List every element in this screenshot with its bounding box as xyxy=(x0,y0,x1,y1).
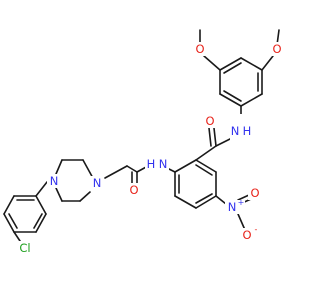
atom-symbol-oxygen: O xyxy=(250,186,259,200)
bond xyxy=(195,193,213,204)
atom-methoxy-oxygen-left: O xyxy=(193,42,207,56)
atom-symbol-oxygen: O xyxy=(129,183,138,197)
bond xyxy=(223,62,242,74)
atom-nitro-oxygen-anion: O - xyxy=(240,225,260,242)
bond xyxy=(223,90,242,102)
bond xyxy=(195,164,213,176)
atom-symbol-oxygen: O xyxy=(195,42,204,56)
bond xyxy=(55,187,63,202)
atom-symbol-oxygen: O xyxy=(272,42,281,56)
bond xyxy=(35,181,48,197)
atom-charge-minus: - xyxy=(255,225,258,234)
bond xyxy=(219,93,242,107)
atom-symbol-nitrogen: N xyxy=(50,174,59,188)
atom-label-background xyxy=(127,183,141,197)
bond xyxy=(35,195,47,215)
bond xyxy=(104,165,128,179)
bond xyxy=(79,191,91,202)
atom-amide-nh-upper: N H xyxy=(230,114,254,142)
bond xyxy=(237,213,246,231)
atom-layer: O O O N H N H O N N xyxy=(15,42,284,255)
bond xyxy=(215,137,233,147)
bond xyxy=(35,213,47,233)
bond xyxy=(3,213,15,233)
atom-chlorine: Cl xyxy=(15,241,35,255)
bond xyxy=(195,195,217,209)
bond xyxy=(261,55,274,71)
atom-amide-oxygen-upper: O xyxy=(203,114,217,128)
atom-label-background xyxy=(145,157,169,171)
atom-label-background xyxy=(230,114,254,142)
bond xyxy=(174,195,197,209)
bond xyxy=(215,195,227,205)
atom-label-background xyxy=(225,200,245,214)
atom-label-background xyxy=(193,42,207,56)
bond xyxy=(213,127,217,147)
bond xyxy=(174,159,197,173)
atom-symbol-nitrogen: N xyxy=(231,124,240,138)
bond xyxy=(3,195,15,215)
atom-nitro-nitrogen: N + xyxy=(225,198,245,214)
atom-symbol-oxygen: O xyxy=(205,114,214,128)
atom-symbol-nitrogen: N xyxy=(159,157,168,171)
bond xyxy=(203,55,221,71)
atom-charge-plus: + xyxy=(238,198,245,207)
atom-symbol-chlorine: Cl xyxy=(19,241,30,255)
bond xyxy=(240,93,263,107)
atom-symbol-nitrogen: N xyxy=(228,200,237,214)
bond-layer xyxy=(3,29,280,245)
atom-symbol-hydrogen: H xyxy=(243,124,252,138)
atom-label-background xyxy=(90,176,104,190)
atom-label-background xyxy=(248,186,262,200)
atom-amide-nh-lower: N H xyxy=(145,157,169,171)
bond xyxy=(195,145,217,161)
atom-symbol-nitrogen: N xyxy=(93,176,102,190)
bond xyxy=(208,127,212,147)
molecule-structure: O O O N H N H O N N xyxy=(3,29,284,255)
atom-symbol-oxygen: O xyxy=(242,228,251,242)
bond xyxy=(237,194,250,201)
atom-label-background xyxy=(270,42,284,56)
atom-methoxy-oxygen-right: O xyxy=(270,42,284,56)
bond xyxy=(126,165,138,173)
bond xyxy=(33,213,43,229)
atom-label-background xyxy=(203,114,217,128)
bond xyxy=(55,159,63,175)
bond xyxy=(8,213,18,229)
atom-label-background xyxy=(15,241,35,255)
atom-amide-oxygen-lower: O xyxy=(127,183,141,197)
bond xyxy=(240,57,263,71)
atom-label-background xyxy=(240,228,260,242)
bond xyxy=(219,57,242,71)
atom-nitro-oxygen-double: O xyxy=(248,186,262,200)
atom-symbol-hydrogen: H xyxy=(147,157,156,171)
atom-piperazine-nitrogen-left: N xyxy=(47,174,61,188)
atom-piperazine-nitrogen-right: N xyxy=(90,176,104,190)
bond xyxy=(195,159,217,173)
atom-label-background xyxy=(47,174,61,188)
